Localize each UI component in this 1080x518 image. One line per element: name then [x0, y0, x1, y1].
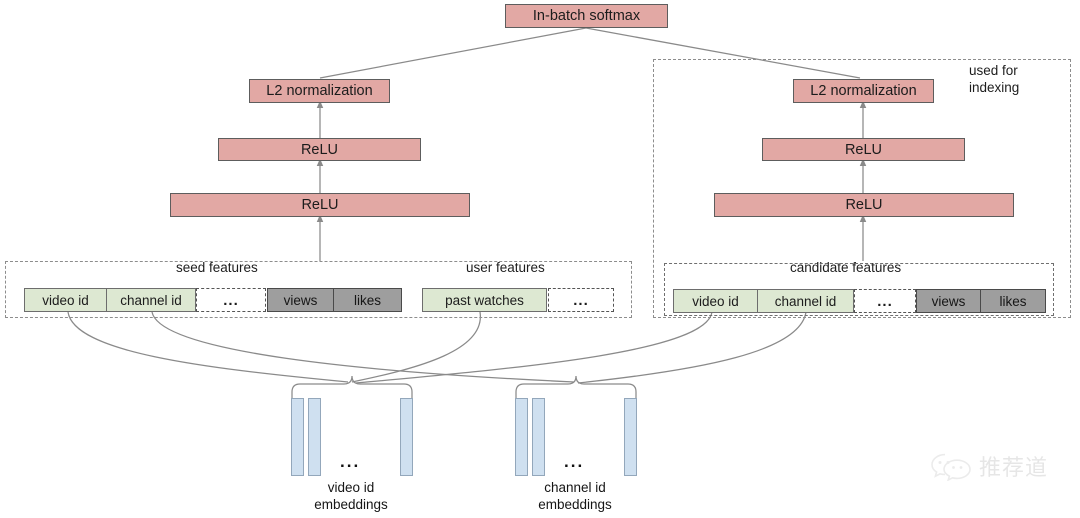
watermark-text: 推荐道: [979, 456, 1049, 481]
embedding-bar: [532, 398, 545, 476]
indexing-note: used for indexing: [969, 63, 1019, 97]
candidate-chip-views[interactable]: views: [916, 289, 981, 313]
seed-features-label: seed features: [176, 260, 258, 275]
seed-chip-channel-id[interactable]: channel id: [106, 288, 196, 312]
embedding-bar: [400, 398, 413, 476]
right-l2-normalization-block[interactable]: L2 normalization: [793, 79, 934, 103]
user-features-label: user features: [466, 260, 545, 275]
video-id-embeddings-line2: embeddings: [314, 497, 388, 513]
user-chip-ellipsis: ...: [548, 288, 614, 312]
left-features-frame: [5, 261, 632, 318]
seed-chip-likes[interactable]: likes: [333, 288, 402, 312]
candidate-features-frame: [664, 263, 1054, 316]
left-l2-normalization-block[interactable]: L2 normalization: [249, 79, 390, 103]
watermark: 推荐道: [930, 450, 1048, 482]
right-relu-upper-block[interactable]: ReLU: [762, 138, 965, 161]
user-chip-past-watches[interactable]: past watches: [422, 288, 547, 312]
indexing-note-line2: indexing: [969, 79, 1020, 95]
embedding-bar: [515, 398, 528, 476]
wechat-icon: [931, 453, 971, 481]
right-relu-lower-block[interactable]: ReLU: [714, 193, 1014, 217]
video-id-embeddings-line1: video id: [327, 480, 375, 495]
embedding-bar: [624, 398, 637, 476]
seed-chip-video-id[interactable]: video id: [24, 288, 107, 312]
channel-id-embeddings-line2: embeddings: [538, 497, 612, 513]
video-id-embeddings-label: video id embeddings: [281, 479, 421, 514]
left-relu-upper-block[interactable]: ReLU: [218, 138, 421, 161]
channel-id-embeddings-label: channel id embeddings: [505, 479, 645, 514]
left-relu-lower-block[interactable]: ReLU: [170, 193, 470, 217]
indexing-note-line1: used for: [969, 63, 1018, 78]
channel-id-embeddings-line1: channel id: [544, 480, 606, 495]
seed-chip-ellipsis: ...: [196, 288, 266, 312]
candidate-features-label: candidate features: [790, 260, 902, 275]
candidate-chip-video-id[interactable]: video id: [673, 289, 758, 313]
video-embedding-ellipsis: ...: [340, 452, 361, 471]
in-batch-softmax-block[interactable]: In-batch softmax: [505, 4, 668, 28]
candidate-chip-ellipsis: ...: [854, 289, 916, 313]
candidate-chip-likes[interactable]: likes: [980, 289, 1046, 313]
channel-embedding-ellipsis: ...: [564, 452, 585, 471]
candidate-chip-channel-id[interactable]: channel id: [757, 289, 854, 313]
embedding-bar: [308, 398, 321, 476]
seed-chip-views[interactable]: views: [267, 288, 334, 312]
indexing-region-frame: [653, 59, 1071, 318]
embedding-bar: [291, 398, 304, 476]
